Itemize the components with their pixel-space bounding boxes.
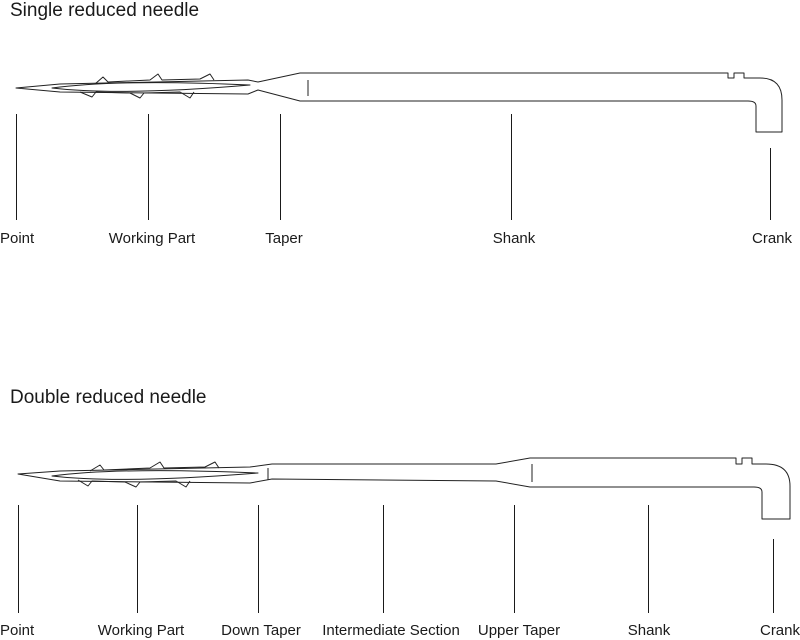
single-label-crank: Crank: [751, 230, 793, 247]
double-needle-outline: [17, 457, 791, 520]
double-label-crank: Crank: [759, 622, 800, 639]
single-needle-drawing: [15, 72, 783, 133]
single-needle-barbs-top: [94, 73, 215, 85]
double-needle-barbs-bottom: [77, 479, 191, 488]
double-leader-crank: [773, 539, 774, 613]
double-leader-upper-taper: [514, 505, 515, 613]
single-label-working-part: Working Part: [108, 230, 196, 247]
double-leader-working-part: [137, 505, 138, 613]
double-leader-shank: [648, 505, 649, 613]
double-leader-point: [18, 505, 19, 613]
single-needle-working-part: [51, 82, 251, 92]
single-needle-title: Single reduced needle: [10, 0, 200, 21]
double-leader-intermediate-section: [383, 505, 384, 613]
single-needle-point: [15, 72, 783, 133]
double-leader-down-taper: [258, 505, 259, 613]
single-needle-barbs-bottom: [79, 91, 195, 99]
single-leader-point: [16, 114, 17, 220]
double-needle-title: Double reduced needle: [10, 387, 207, 408]
single-leader-taper: [280, 114, 281, 220]
double-needle-barbs-top: [89, 461, 220, 472]
double-label-upper-taper: Upper Taper: [477, 622, 561, 639]
double-needle-drawing: [17, 457, 791, 520]
double-label-point: Point: [0, 622, 35, 639]
single-label-shank: Shank: [492, 230, 536, 247]
double-label-working-part: Working Part: [97, 622, 185, 639]
double-label-intermediate-section: Intermediate Section: [322, 622, 460, 639]
double-needle-working-part: [51, 470, 259, 480]
single-leader-working-part: [148, 114, 149, 220]
single-label-taper: Taper: [265, 230, 303, 247]
single-leader-shank: [511, 114, 512, 220]
double-label-shank: Shank: [627, 622, 671, 639]
double-label-down-taper: Down Taper: [221, 622, 301, 639]
single-label-point: Point: [0, 230, 35, 247]
single-leader-crank: [770, 148, 771, 220]
